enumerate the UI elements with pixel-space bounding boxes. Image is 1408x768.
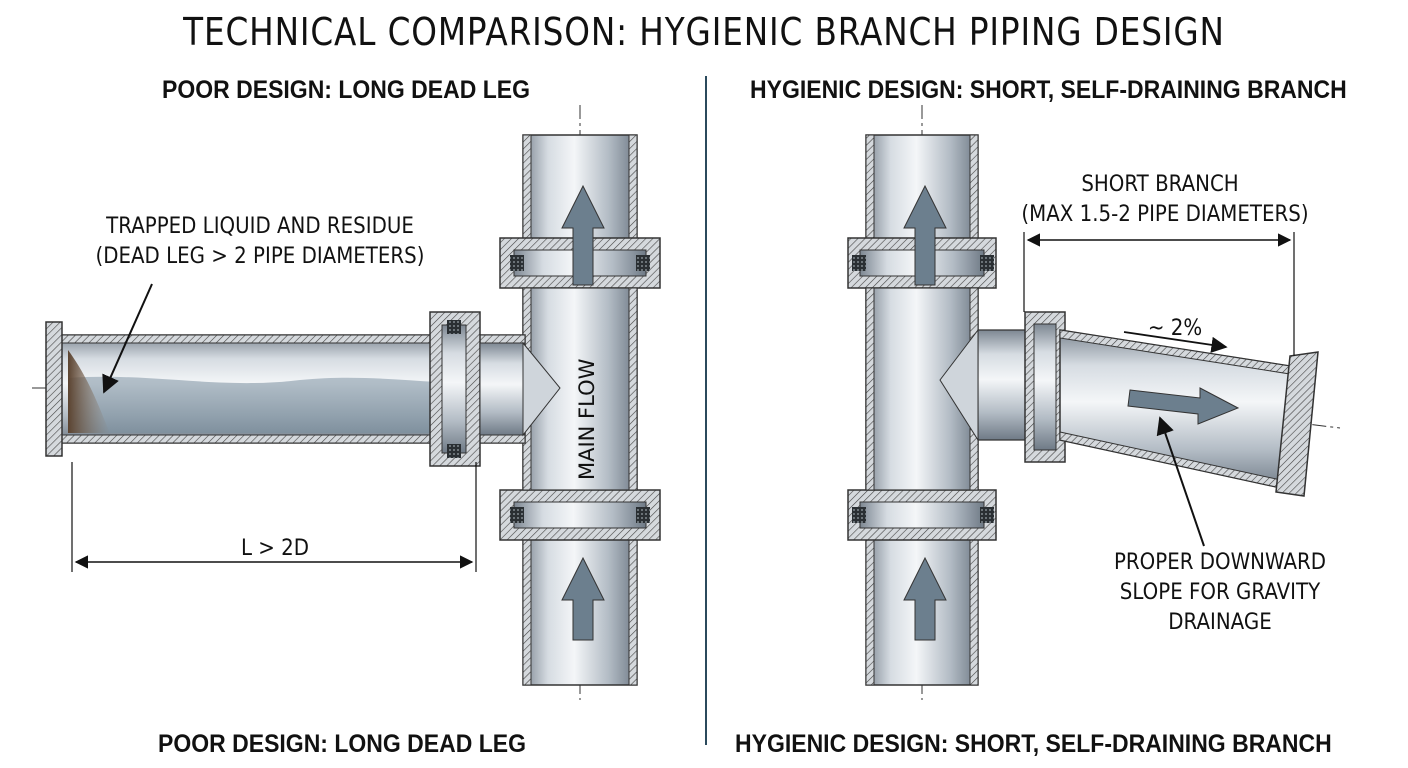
page-title: TECHNICAL COMPARISON: HYGIENIC BRANCH PI… [183,10,1225,54]
right-heading-bottom: HYGIENIC DESIGN: SHORT, SELF-DRAINING BR… [735,730,1332,758]
slope-arrow [1123,331,1228,353]
left-heading-top: POOR DESIGN: LONG DEAD LEG [162,76,531,104]
main-flow-label: MAIN FLOW [575,358,599,480]
dead-leg-callout-line1: TRAPPED LIQUID AND RESIDUE [106,214,414,239]
drainage-note-line1: PROPER DOWNWARD [1113,550,1327,575]
left-main-pipe [499,105,661,700]
drainage-note-line2: SLOPE FOR GRAVITY [1119,580,1321,605]
dead-leg-callout-line2: (DEAD LEG > 2 PIPE DIAMETERS) [95,244,425,269]
drainage-callout-arrow [1156,416,1205,547]
right-heading-top: HYGIENIC DESIGN: SHORT, SELF-DRAINING BR… [750,76,1347,104]
short-branch-dimension [1023,232,1295,356]
short-branch-label-line1: SHORT BRANCH [1081,172,1239,197]
length-dimension [71,462,477,572]
left-heading-bottom: POOR DESIGN: LONG DEAD LEG [158,730,527,758]
short-branch-label-line2: (MAX 1.5-2 PIPE DIAMETERS) [1021,202,1309,227]
left-dead-leg-branch [32,311,561,467]
dead-leg-callout-arrow [102,283,153,394]
right-short-branch [939,311,1341,497]
drainage-note-line3: DRAINAGE [1168,610,1272,635]
